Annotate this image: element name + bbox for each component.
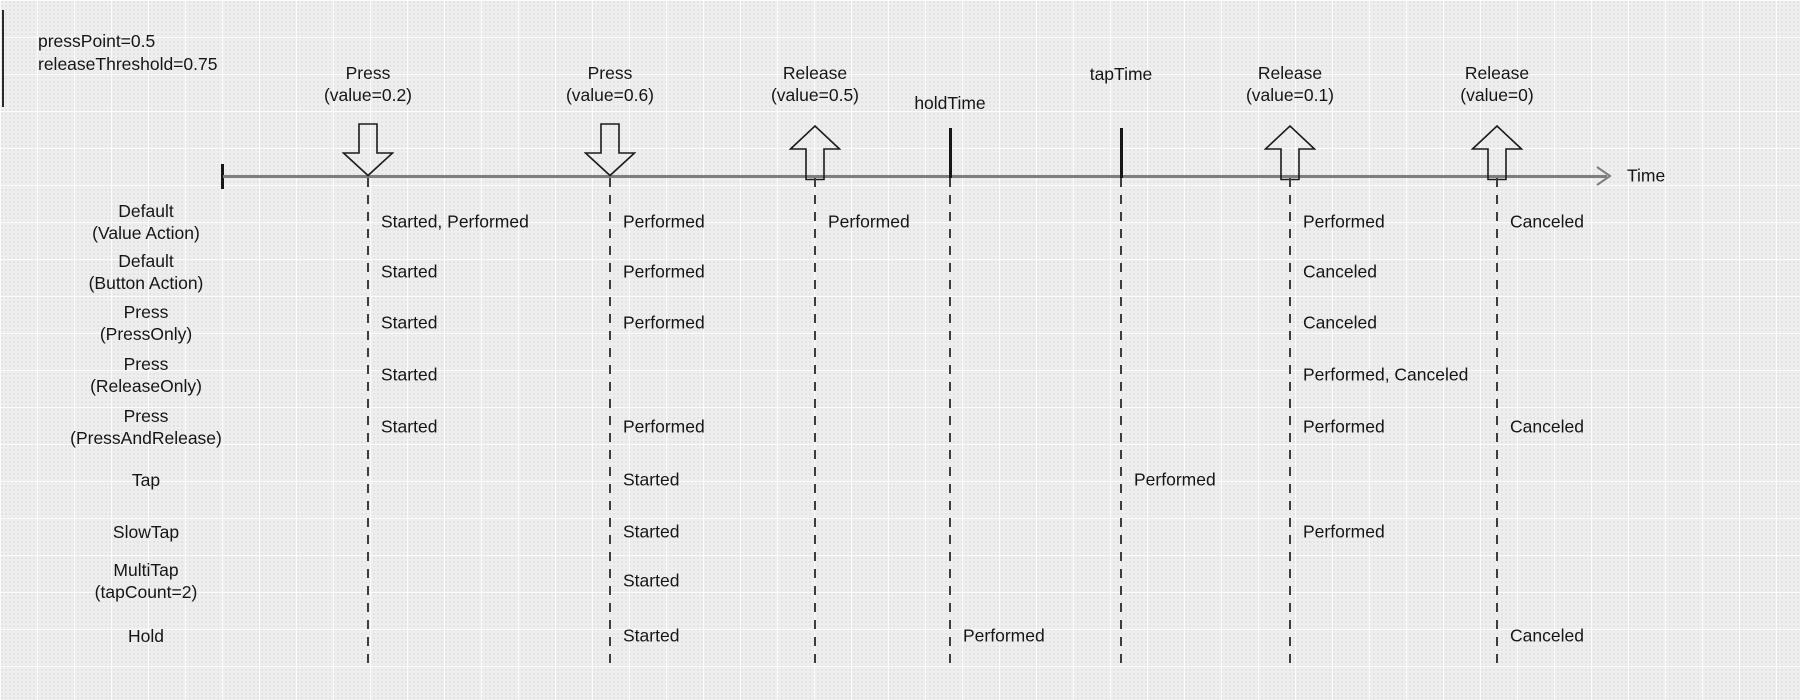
row-cell: Performed [1134,469,1216,490]
timeline-start-tick [221,164,224,189]
row-cell: Performed [623,312,705,333]
event-label-line: (value=0.5) [770,85,860,105]
row-cell: Performed [623,261,705,282]
row-label-line: Press [123,354,169,374]
row-cell: Started [623,469,680,490]
row-label-line: Press [123,302,169,322]
event-label-line: Release [1257,63,1323,83]
event-label-press-0-2: Press(value=0.2) [258,62,478,106]
guide-line-release-0-5 [814,178,816,668]
row-label-line: (PressAndRelease) [70,428,222,448]
guide-line-press-0-2 [367,178,369,668]
press-arrow-down-icon-press-0-2 [342,123,394,177]
row-label-2: Press(PressOnly) [0,301,292,345]
event-label-press-0-6: Press(value=0.6) [500,62,720,106]
row-cell: Started, Performed [381,211,529,232]
event-label-line: Release [782,63,848,83]
guide-line-press-0-6 [609,178,611,668]
row-label-0: Default(Value Action) [0,200,292,244]
row-label-line: (Button Action) [88,273,204,293]
row-cell: Performed [1303,416,1385,437]
timeline-axis [223,175,1607,178]
row-cell: Canceled [1510,625,1584,646]
row-cell: Canceled [1510,211,1584,232]
event-label-release-0-5: Release(value=0.5) [705,62,925,106]
row-label-6: SlowTap [0,521,292,543]
event-label-release-0-1: Release(value=0.1) [1180,62,1400,106]
time-axis-arrowhead-icon [1596,166,1612,186]
row-label-line: (PressOnly) [99,324,193,344]
row-cell: Performed [1303,211,1385,232]
row-cell: Performed [828,211,910,232]
event-label-line: Release [1464,63,1530,83]
row-label-line: Default [118,201,174,221]
event-label-release-0: Release(value=0) [1387,62,1607,106]
row-label-line: SlowTap [112,522,180,542]
row-cell: Started [623,625,680,646]
guide-line-release-0-1 [1289,178,1291,668]
release-arrow-up-icon-release-0-5 [789,125,841,181]
row-cell: Started [381,364,438,385]
event-label-line: Press [587,63,633,83]
row-cell: Started [623,570,680,591]
left-edge-line [2,10,4,107]
event-label-line: (value=0.1) [1245,85,1335,105]
event-label-line: tapTime [1089,64,1153,84]
row-label-line: Hold [128,626,164,646]
release-arrow-up-icon-release-0 [1471,125,1523,181]
row-label-line: (ReleaseOnly) [90,376,202,396]
row-cell: Canceled [1303,312,1377,333]
press-arrow-down-icon-press-0-6 [584,123,636,177]
row-cell: Started [381,312,438,333]
time-tick-tap-time [1119,128,1123,178]
row-label-line: MultiTap [113,560,179,580]
row-label-line: Default [118,251,174,271]
row-label-7: MultiTap(tapCount=2) [0,559,292,603]
row-cell: Canceled [1510,416,1584,437]
row-cell: Started [381,261,438,282]
guide-line-tap-time [1120,178,1122,668]
time-tick-hold-time [948,128,952,178]
release-threshold-param: releaseThreshold=0.75 [38,54,218,74]
row-label-1: Default(Button Action) [0,250,292,294]
event-label-hold-time: holdTime [840,92,1060,114]
event-label-line: holdTime [914,93,986,113]
row-label-3: Press(ReleaseOnly) [0,353,292,397]
row-cell: Performed [963,625,1045,646]
row-label-5: Tap [0,469,292,491]
row-cell: Canceled [1303,261,1377,282]
row-label-line: Tap [131,470,161,490]
event-label-line: (value=0) [1460,85,1534,105]
row-label-4: Press(PressAndRelease) [0,405,292,449]
row-cell: Performed [1303,521,1385,542]
parameters-header: pressPoint=0.5 releaseThreshold=0.75 [38,30,218,76]
release-arrow-up-icon-release-0-1 [1264,125,1316,181]
time-axis-label: Time [1627,165,1666,186]
row-label-line: (Value Action) [92,223,200,243]
event-label-line: (value=0.6) [565,85,655,105]
row-label-line: Press [123,406,169,426]
row-label-line: (tapCount=2) [94,582,198,602]
event-label-tap-time: tapTime [1011,63,1231,85]
row-cell: Performed, Canceled [1303,364,1469,385]
row-cell: Started [381,416,438,437]
row-cell: Started [623,521,680,542]
press-point-param: pressPoint=0.5 [38,31,156,51]
guide-line-hold-time [949,178,951,668]
event-label-line: (value=0.2) [323,85,413,105]
row-label-8: Hold [0,625,292,647]
row-cell: Performed [623,416,705,437]
row-cell: Performed [623,211,705,232]
guide-line-release-0 [1496,178,1498,668]
event-label-line: Press [345,63,391,83]
